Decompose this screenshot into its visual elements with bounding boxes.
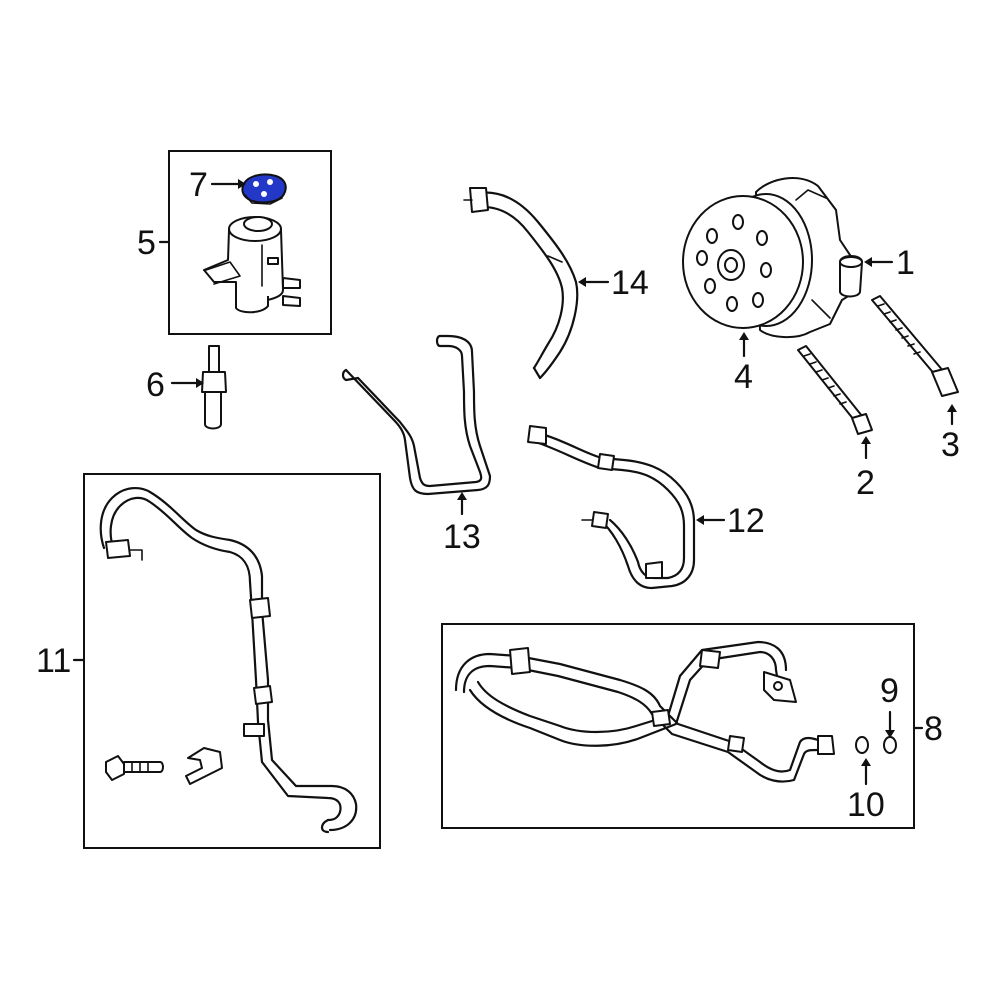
- clip-in-group-11[interactable]: [185, 747, 223, 785]
- callout-7-leader: [210, 179, 246, 189]
- callout-label-8: 8: [924, 710, 943, 748]
- bolt-in-group-11[interactable]: [105, 755, 164, 781]
- group-box-11: [83, 473, 381, 849]
- o-ring-part-10[interactable]: [855, 736, 869, 754]
- callout-label-2: 2: [856, 464, 875, 502]
- callout-4-leader: [739, 332, 749, 358]
- callout-1-leader: [864, 257, 894, 267]
- callout-10-leader: [861, 758, 871, 786]
- callout-14-leader: [578, 277, 610, 287]
- reservoir-cap-part-7[interactable]: [241, 173, 287, 205]
- callout-13-leader: [457, 492, 467, 516]
- reservoir-part-5[interactable]: [203, 216, 301, 314]
- callout-label-5: 5: [137, 224, 156, 262]
- o-ring-part-9[interactable]: [883, 736, 897, 754]
- callout-label-12: 12: [727, 502, 765, 540]
- callout-12-leader: [696, 515, 726, 525]
- callout-label-1: 1: [896, 244, 915, 282]
- pressure-line-part-11[interactable]: [99, 486, 358, 834]
- callout-label-4: 4: [734, 358, 753, 396]
- callout-label-9: 9: [880, 672, 899, 710]
- callout-2-leader: [861, 436, 871, 460]
- callout-label-11: 11: [36, 642, 71, 680]
- callout-label-7: 7: [189, 166, 208, 204]
- bolt-part-2[interactable]: [797, 345, 873, 435]
- callout-label-10: 10: [847, 786, 885, 824]
- hose-part-12[interactable]: [527, 425, 696, 590]
- hose-part-14[interactable]: [463, 187, 579, 380]
- callout-6-leader: [170, 378, 204, 388]
- callout-label-3: 3: [941, 426, 960, 464]
- callout-label-13: 13: [443, 518, 481, 556]
- callout-9-leader: [885, 710, 895, 738]
- pump-fitting-part-1[interactable]: [839, 255, 863, 298]
- callout-label-6: 6: [146, 366, 165, 404]
- bolt-part-3[interactable]: [871, 295, 959, 397]
- fitting-part-6[interactable]: [201, 345, 227, 430]
- callout-3-leader: [947, 404, 957, 426]
- pulley-part-4[interactable]: [682, 177, 859, 338]
- tube-part-13[interactable]: [341, 334, 492, 496]
- group-box-8: [441, 623, 915, 829]
- return-line-part-8[interactable]: [454, 640, 835, 783]
- callout-label-14: 14: [611, 264, 649, 302]
